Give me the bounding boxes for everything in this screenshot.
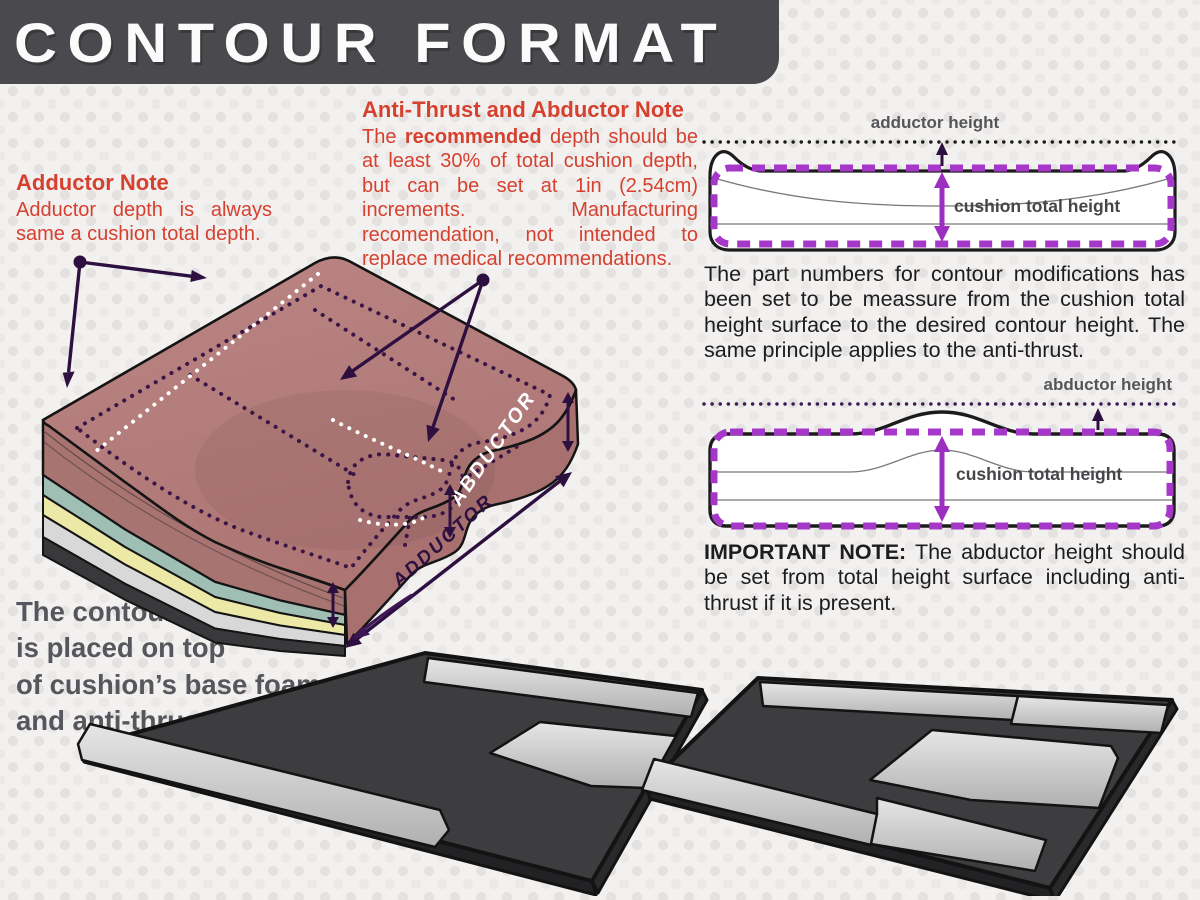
adductor-note: Adductor Note Adductor depth is always s…	[16, 170, 272, 247]
adductor-note-callout	[62, 255, 207, 388]
cushion-total-height-arrow	[934, 436, 950, 522]
abductor-height-label: abductor height	[1044, 376, 1173, 394]
contour-dotted-lines	[73, 283, 553, 571]
part-numbers-text: The part numbers for contour modificatio…	[704, 262, 1185, 363]
cover-seam-line-2	[43, 441, 345, 607]
cushion-total-height-label: cushion total height	[954, 196, 1120, 216]
cushion-total-height-label: cushion total height	[956, 464, 1122, 484]
adductor-edge-arrow	[345, 472, 572, 648]
adductor-note-title: Adductor Note	[16, 170, 169, 195]
header-bar: CONTOUR FORMAT	[0, 0, 779, 84]
total-height-dashed-outline	[710, 164, 1175, 248]
adductor-height-arrow	[936, 142, 948, 166]
adductor-height-label: adductor height	[871, 113, 1000, 132]
base-foam-slab-right	[640, 676, 1179, 896]
contour-rail-front	[76, 722, 451, 849]
base-foam-layers-illustration	[76, 651, 1179, 896]
total-height-dashed-outline	[710, 428, 1174, 530]
contour-white-dotted-lines	[93, 272, 447, 527]
adductor-height-diagram: adductor height cushion total height	[702, 113, 1183, 252]
to-base-layer-arrow	[352, 593, 413, 640]
cushion-total-height-arrow	[934, 172, 950, 242]
cushion-illustration: ABDUCTOR ADDUCTOR	[41, 255, 580, 657]
antithrust-note-body: The recommended depth should be at least…	[362, 126, 698, 270]
contour-patch	[868, 728, 1120, 810]
abductor-height-diagram: abductor height cushion total height	[702, 376, 1180, 530]
abductor-height-arrow	[1092, 408, 1104, 430]
antithrust-note: Anti-Thrust and Abductor Note The recomm…	[362, 97, 698, 271]
antithrust-note-callout	[340, 273, 490, 442]
contour-rail-back	[422, 656, 700, 719]
face-height-arrows	[327, 392, 574, 628]
cushion-top-surface	[41, 256, 578, 592]
cover-seam-line	[44, 431, 344, 599]
important-note: IMPORTANT NOTE: The abductor height shou…	[704, 540, 1185, 615]
adductor-note-body: Adductor depth is always same a cushion …	[16, 199, 272, 246]
contour-rail-back-b	[1009, 694, 1170, 735]
base-foam-slab-left	[76, 651, 709, 896]
layer-dark-base	[42, 536, 346, 657]
page-title: CONTOUR FORMAT	[14, 10, 728, 74]
contour-rail-front-b	[869, 796, 1048, 873]
antithrust-note-title: Anti-Thrust and Abductor Note	[362, 97, 684, 122]
